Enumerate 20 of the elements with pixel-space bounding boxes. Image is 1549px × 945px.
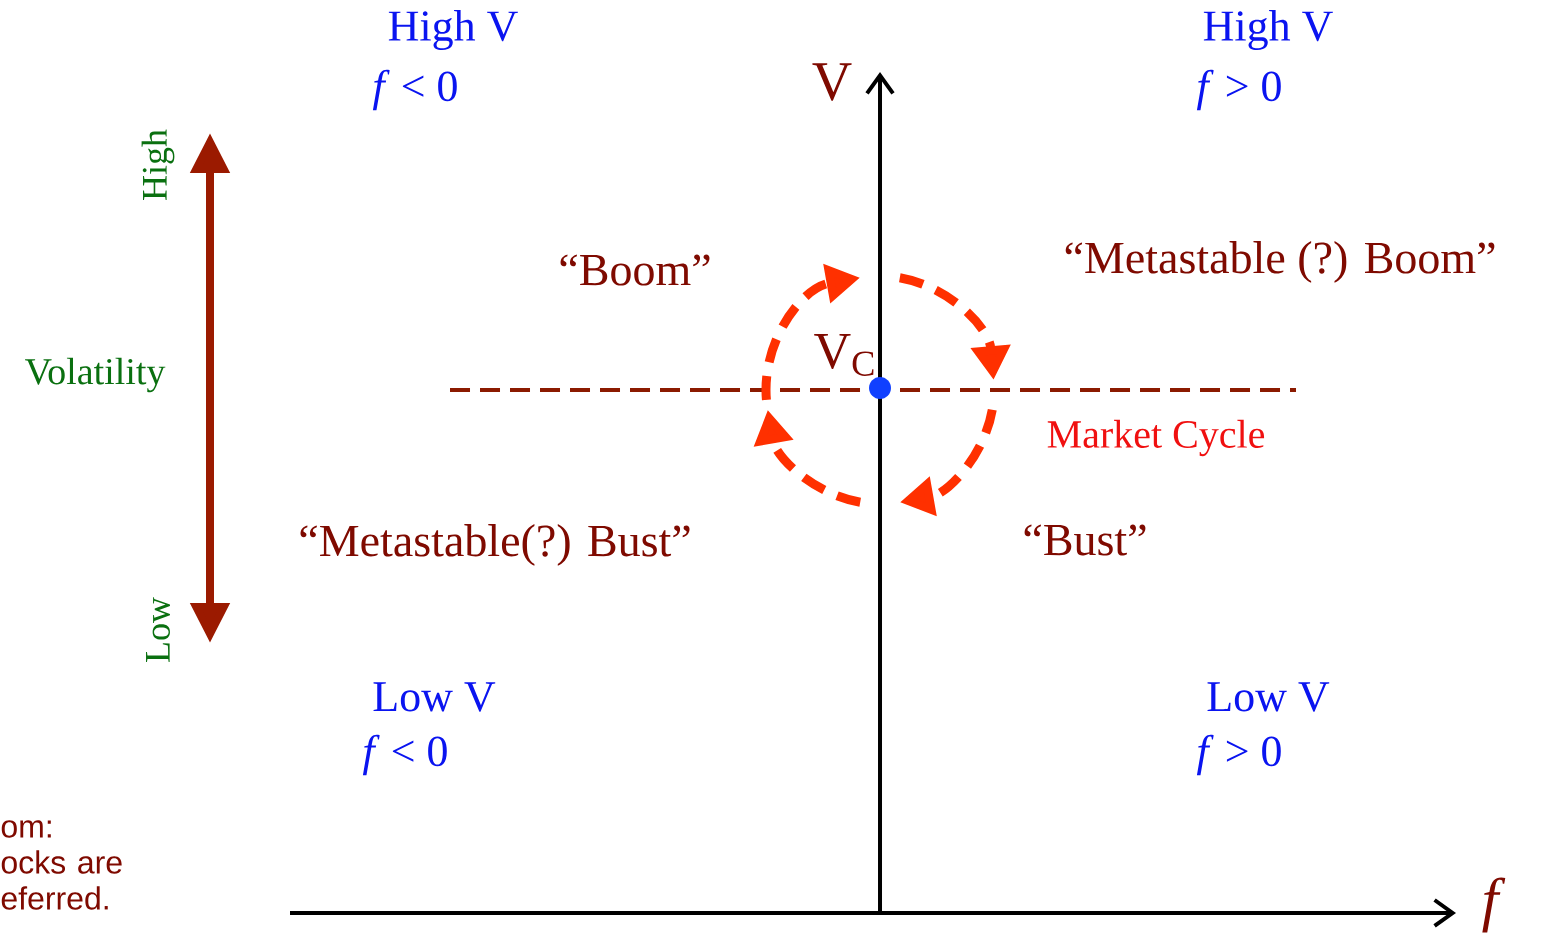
region-label: “Boom” <box>560 254 710 286</box>
quadrant-label: High V <box>388 10 518 50</box>
note-text: om: ocks are eferred. <box>1 820 122 910</box>
region-label: “Metastable(?) Bust” <box>300 524 690 566</box>
cycle-label: Market Cycle <box>1047 419 1265 457</box>
quadrant-label: Low V <box>373 682 496 712</box>
quadrant-label: f > 0 <box>1196 734 1281 776</box>
region-label: “Metastable (?) Boom” <box>1065 241 1495 283</box>
quadrant-label: f > 0 <box>1196 69 1281 111</box>
region-label: “Bust” <box>1024 524 1146 556</box>
quadrant-label: Low V <box>1207 682 1330 712</box>
point-label: V$_{C}$ <box>814 334 874 376</box>
axis-label: V <box>812 63 852 101</box>
quadrant-label: f < 0 <box>362 734 447 776</box>
quadrant-label: f < 0 <box>372 69 457 111</box>
scale-label: Volatility <box>25 357 166 393</box>
axis-label: f <box>1482 877 1506 933</box>
scale-label: High <box>141 129 175 200</box>
scale-label: Low <box>146 597 170 662</box>
quadrant-label: High V <box>1203 10 1333 50</box>
